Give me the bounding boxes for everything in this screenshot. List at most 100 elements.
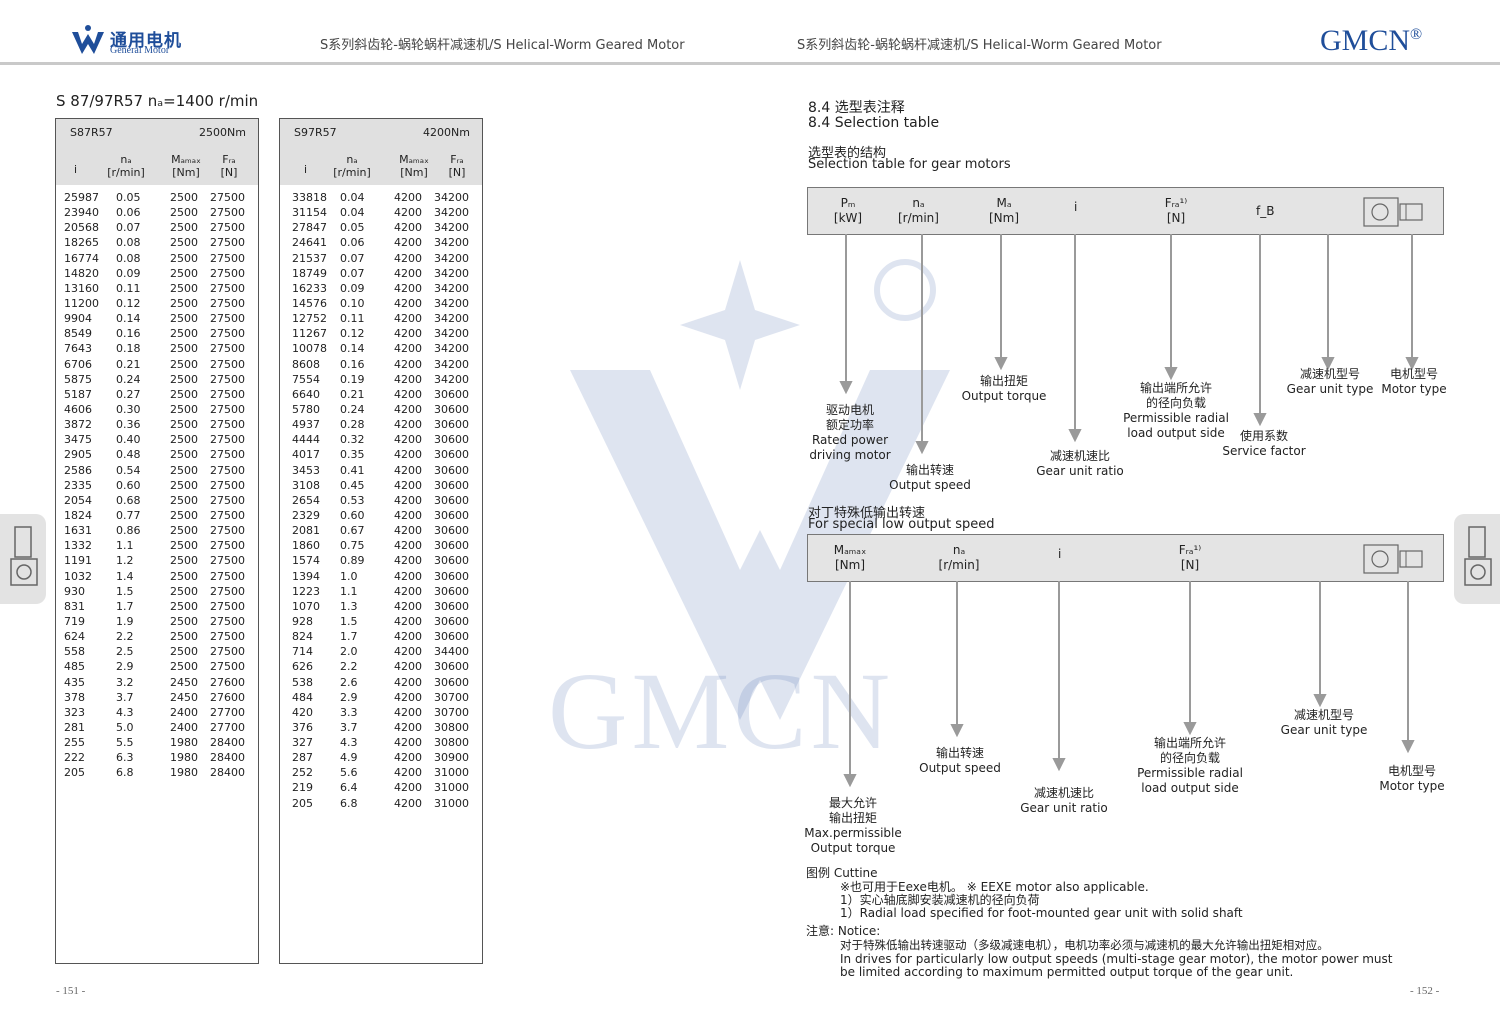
- cell-load: 30700: [434, 690, 469, 704]
- notice-line-1: 对于特殊低输出转速驱动（多级减速电机），电机功率必须与减速机的最大允许输出扭矩相…: [840, 938, 1329, 952]
- gear-motor-icon: [1363, 544, 1423, 574]
- cell-load: 34200: [434, 312, 469, 326]
- cell-torque: 2400: [170, 720, 198, 734]
- bar-label-ma: Mₐ[Nm]: [988, 196, 1020, 225]
- cell-ratio: 4606: [64, 402, 92, 416]
- selection-table-s87r57: S87R57 2500Nm i nₐ[r/min] Mₐₘₐₓ[Nm] Fᵣₐ[…: [55, 118, 259, 964]
- cell-torque: 2500: [170, 342, 198, 356]
- cell-ratio: 2586: [64, 463, 92, 477]
- cell-load: 30600: [434, 524, 469, 538]
- cell-speed: 1.5: [340, 614, 358, 628]
- selection-structure-bar: Pₘ[kW] nₐ[r/min] Mₐ[Nm] i Fᵣₐ¹⁾[N] f_B: [807, 187, 1444, 235]
- cell-ratio: 16774: [64, 251, 99, 265]
- cell-torque: 4200: [394, 645, 422, 659]
- cell-speed: 0.24: [340, 402, 365, 416]
- cell-load: 27500: [210, 327, 245, 341]
- cell-ratio: 3872: [64, 418, 92, 432]
- cell-speed: 2.5: [116, 645, 134, 659]
- cell-load: 31000: [434, 796, 469, 810]
- bar-label-na: nₐ[r/min]: [898, 196, 939, 225]
- cell-speed: 0.18: [116, 342, 141, 356]
- bar-label-pm: Pₘ[kW]: [833, 196, 863, 225]
- cell-speed: 3.3: [340, 705, 358, 719]
- cell-torque: 4200: [394, 296, 422, 310]
- cell-load: 34400: [434, 645, 469, 659]
- col-header-fra: Fᵣₐ[N]: [448, 153, 466, 179]
- cell-speed: 0.08: [116, 236, 141, 250]
- cell-ratio: 287: [292, 751, 313, 765]
- cell-torque: 4200: [394, 630, 422, 644]
- low-speed-structure-bar: Mₐₘₐₓ[Nm] nₐ[r/min] i Fᵣₐ¹⁾[N]: [807, 534, 1444, 582]
- cell-ratio: 323: [64, 705, 85, 719]
- page-number-left: - 151 -: [56, 985, 86, 997]
- motor-icon: [1464, 526, 1492, 586]
- cell-load: 27500: [210, 554, 245, 568]
- cell-ratio: 1191: [64, 554, 92, 568]
- cell-load: 27500: [210, 281, 245, 295]
- cell-torque: 1980: [170, 766, 198, 780]
- cell-load: 28400: [210, 751, 245, 765]
- cell-torque: 2500: [170, 221, 198, 235]
- cell-speed: 0.54: [116, 463, 141, 477]
- cell-torque: 4200: [394, 766, 422, 780]
- cell-torque: 4200: [394, 705, 422, 719]
- cell-torque: 2500: [170, 463, 198, 477]
- cell-speed: 0.60: [340, 508, 365, 522]
- bar2-label-i: i: [1058, 547, 1062, 561]
- cell-ratio: 11267: [292, 327, 327, 341]
- cell-load: 27500: [210, 524, 245, 538]
- cell-load: 27500: [210, 402, 245, 416]
- cell-torque: 2500: [170, 236, 198, 250]
- cell-torque: 4200: [394, 660, 422, 674]
- cell-ratio: 1860: [292, 539, 320, 553]
- cell-load: 27500: [210, 312, 245, 326]
- cell-ratio: 16233: [292, 281, 327, 295]
- cell-speed: 0.36: [116, 418, 141, 432]
- cell-torque: 1980: [170, 736, 198, 750]
- bar2-label-fra: Fᵣₐ¹⁾[N]: [1178, 543, 1202, 572]
- cell-torque: 4200: [394, 433, 422, 447]
- cell-torque: 4200: [394, 493, 422, 507]
- cell-torque: 2500: [170, 296, 198, 310]
- cell-torque: 4200: [394, 463, 422, 477]
- cell-torque: 4200: [394, 236, 422, 250]
- cell-ratio: 626: [292, 660, 313, 674]
- cell-torque: 1980: [170, 751, 198, 765]
- cell-speed: 4.9: [340, 751, 358, 765]
- cell-load: 34200: [434, 327, 469, 341]
- cell-load: 30600: [434, 448, 469, 462]
- cell-ratio: 14576: [292, 296, 327, 310]
- cell-speed: 2.6: [340, 675, 358, 689]
- cell-load: 30800: [434, 736, 469, 750]
- cell-speed: 1.7: [340, 630, 358, 644]
- cell-ratio: 281: [64, 720, 85, 734]
- cell-load: 27500: [210, 614, 245, 628]
- cell-ratio: 14820: [64, 266, 99, 280]
- cell-ratio: 1070: [292, 599, 320, 613]
- cell-load: 30600: [434, 418, 469, 432]
- cell-torque: 2500: [170, 614, 198, 628]
- brand-logo: GMCN®: [1320, 24, 1423, 57]
- cell-speed: 0.19: [340, 372, 365, 386]
- cell-speed: 0.35: [340, 448, 365, 462]
- bar2-label-ma: Mₐₘₐₓ[Nm]: [833, 543, 867, 572]
- cell-ratio: 2054: [64, 493, 92, 507]
- cell-speed: 0.09: [116, 266, 141, 280]
